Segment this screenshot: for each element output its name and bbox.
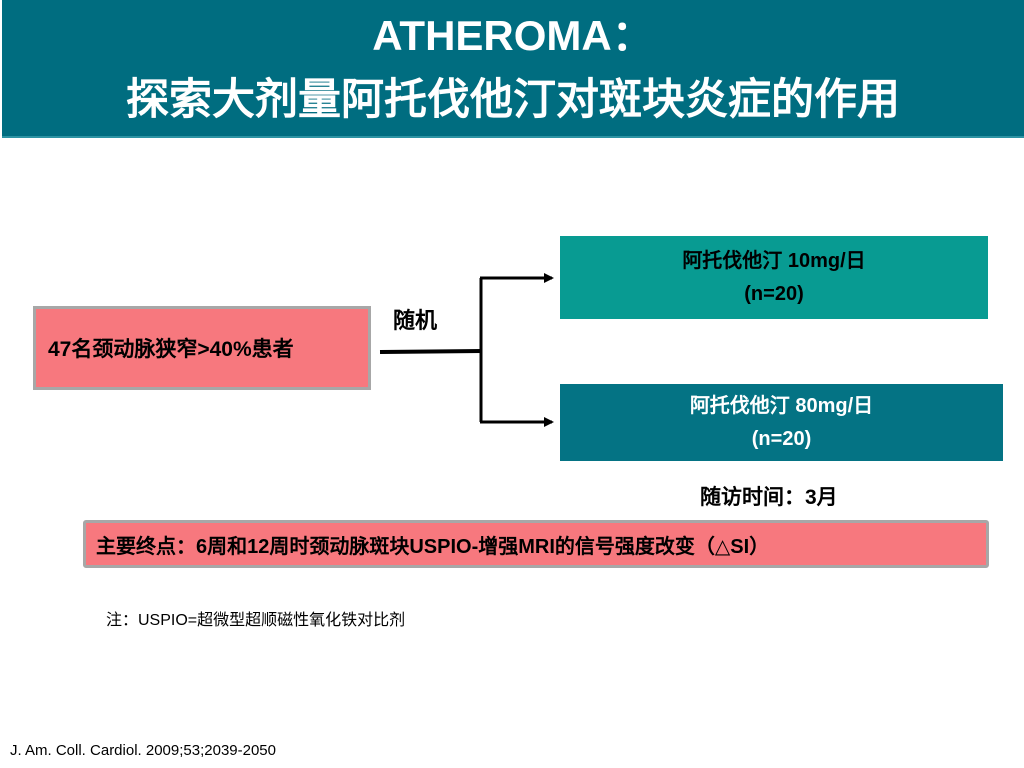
- title-bar: ATHEROMA： 探索大剂量阿托伐他汀对斑块炎症的作用: [2, 0, 1024, 138]
- high-dose-arm-box: 阿托伐他汀 80mg/日 (n=20): [560, 384, 1003, 461]
- randomization-label: 随机: [393, 308, 438, 333]
- patients-label: 47名颈动脉狭窄>40%患者: [48, 338, 294, 361]
- low-dose-n: (n=20): [744, 282, 804, 305]
- random-connector: [379, 349, 483, 354]
- primary-endpoint-box: 主要终点：6周和12周时颈动脉斑块USPIO-增强MRI的信号强度改变（△SI）: [83, 520, 989, 568]
- primary-endpoint-text: 主要终点：6周和12周时颈动脉斑块USPIO-增强MRI的信号强度改变（△SI）: [96, 535, 770, 558]
- patients-box: 47名颈动脉狭窄>40%患者: [33, 306, 371, 390]
- high-dose-drug: 阿托伐他汀 80mg/日: [689, 394, 874, 417]
- high-dose-n: (n=20): [751, 427, 812, 450]
- low-dose-drug: 阿托伐他汀 10mg/日: [682, 249, 866, 272]
- low-dose-arm-box: 阿托伐他汀 10mg/日 (n=20): [560, 236, 988, 319]
- footnote: 注：USPIO=超微型超顺磁性氧化铁对比剂: [106, 612, 406, 629]
- citation: J. Am. Coll. Cardiol. 2009;53;2039-2050: [10, 742, 276, 759]
- slide-subtitle: 探索大剂量阿托伐他汀对斑块炎症的作用: [126, 76, 900, 124]
- slide-title: ATHEROMA：: [372, 12, 654, 59]
- followup-label: 随访时间：3月: [700, 486, 838, 509]
